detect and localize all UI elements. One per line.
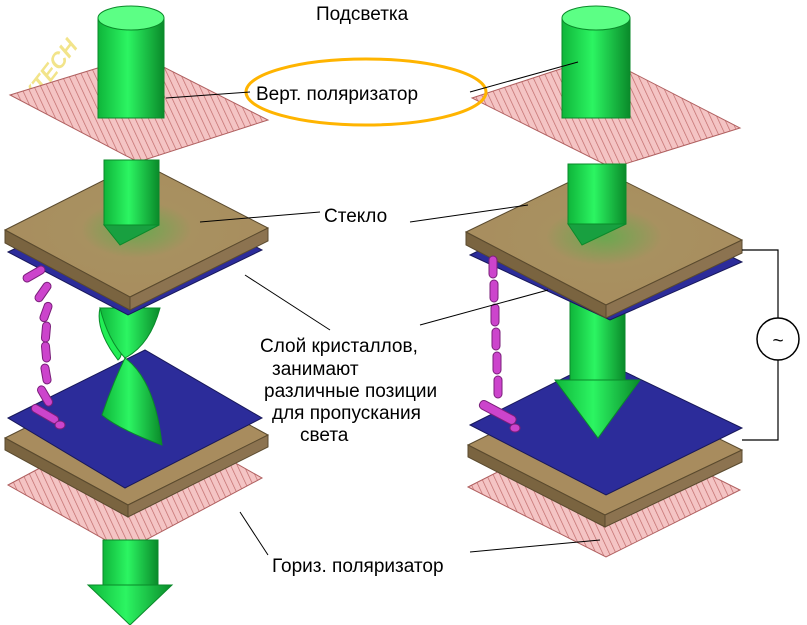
labels: Подсветка Верт. поляризатор Стекло Слой … bbox=[165, 4, 601, 577]
left-crystals bbox=[22, 265, 66, 430]
ac-voltage-source: ~ bbox=[742, 249, 800, 441]
left-light-beam bbox=[97, 5, 165, 246]
svg-text:света: света bbox=[300, 425, 349, 446]
svg-text:Слой кристаллов,: Слой кристаллов, bbox=[260, 336, 418, 357]
svg-text:различные позиции: различные позиции bbox=[264, 381, 437, 402]
right-crystals bbox=[478, 255, 521, 433]
label-glass: Стекло bbox=[324, 206, 387, 227]
label-vertical-polarizer: Верт. поляризатор bbox=[256, 84, 418, 105]
ac-symbol: ~ bbox=[772, 331, 783, 352]
right-top-glass bbox=[464, 167, 744, 319]
svg-text:занимают: занимают bbox=[272, 359, 359, 380]
left-stack bbox=[3, 5, 270, 625]
left-output-arrow bbox=[86, 539, 174, 625]
svg-text:для пропускания: для пропускания bbox=[272, 403, 421, 424]
right-stack: ~ bbox=[464, 5, 800, 558]
right-light-beam bbox=[561, 5, 631, 246]
label-crystal-layer: Слой кристаллов, занимают различные пози… bbox=[260, 336, 437, 446]
label-backlight: Подсветка bbox=[316, 4, 409, 25]
label-horizontal-polarizer: Гориз. поляризатор bbox=[272, 556, 444, 577]
